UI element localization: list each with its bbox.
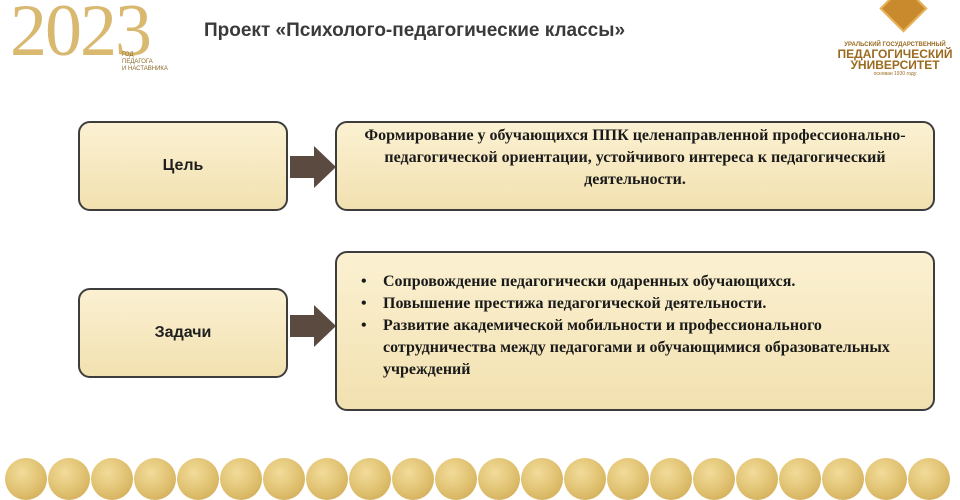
goal-label: Цель bbox=[162, 157, 204, 174]
university-line3: УНИВЕРСИТЕТ bbox=[850, 58, 940, 72]
decor-circle bbox=[564, 458, 606, 500]
university-line1: УРАЛЬСКИЙ ГОСУДАРСТВЕННЫЙ bbox=[844, 42, 946, 48]
decor-circle bbox=[349, 458, 391, 500]
year-logo: 2023 ГОД ПЕДАГОГА И НАСТАВНИКА bbox=[10, 0, 190, 80]
bullet: • bbox=[361, 317, 367, 334]
decor-circle bbox=[392, 458, 434, 500]
page-title: Проект «Психолого-педагогические классы» bbox=[204, 20, 626, 41]
decor-circle bbox=[435, 458, 477, 500]
list-item: •Сопровождение педагогически одаренных о… bbox=[361, 271, 913, 293]
decor-circle bbox=[521, 458, 563, 500]
decor-circle bbox=[220, 458, 262, 500]
decor-circle bbox=[865, 458, 907, 500]
year-logo-caption: ГОД ПЕДАГОГА И НАСТАВНИКА bbox=[122, 52, 168, 72]
decor-circle bbox=[693, 458, 735, 500]
bullet: • bbox=[361, 273, 367, 290]
decor-circle bbox=[306, 458, 348, 500]
decor-circle bbox=[177, 458, 219, 500]
decor-circle bbox=[91, 458, 133, 500]
university-founded: основан 1930 году bbox=[873, 71, 917, 77]
goal-text-box: Формирование у обучающихся ППК целенапра… bbox=[335, 121, 935, 211]
decor-circle bbox=[48, 458, 90, 500]
year-logo-number: 2023 bbox=[10, 0, 152, 72]
decor-circle bbox=[908, 458, 950, 500]
decor-circle bbox=[736, 458, 778, 500]
university-logo: УРАЛЬСКИЙ ГОСУДАРСТВЕННЫЙ ПЕДАГОГИЧЕСКИЙ… bbox=[836, 0, 954, 80]
list-item: •Повышение престижа педагогической деяте… bbox=[361, 293, 913, 315]
decor-circle bbox=[478, 458, 520, 500]
goal-label-box: Цель bbox=[78, 121, 288, 211]
decor-circle bbox=[822, 458, 864, 500]
tasks-arrow-icon bbox=[290, 305, 336, 347]
decor-circle bbox=[650, 458, 692, 500]
decorative-circles bbox=[0, 454, 960, 500]
university-line2: ПЕДАГОГИЧЕСКИЙ bbox=[837, 47, 953, 61]
goal-arrow-icon bbox=[290, 146, 336, 188]
goal-text: Формирование у обучающихся ППК целенапра… bbox=[364, 127, 906, 188]
decor-circle bbox=[779, 458, 821, 500]
decor-circle bbox=[134, 458, 176, 500]
decor-circle bbox=[263, 458, 305, 500]
bullet: • bbox=[361, 295, 367, 312]
decor-circle bbox=[5, 458, 47, 500]
tasks-label-box: Задачи bbox=[78, 288, 288, 378]
university-emblem-icon bbox=[879, 0, 928, 33]
list-item: •Развитие академической мобильности и пр… bbox=[361, 317, 890, 378]
tasks-list: •Сопровождение педагогически одаренных о… bbox=[337, 253, 933, 381]
tasks-label: Задачи bbox=[154, 324, 212, 341]
decor-circle bbox=[607, 458, 649, 500]
tasks-text-box: •Сопровождение педагогически одаренных о… bbox=[335, 251, 935, 411]
